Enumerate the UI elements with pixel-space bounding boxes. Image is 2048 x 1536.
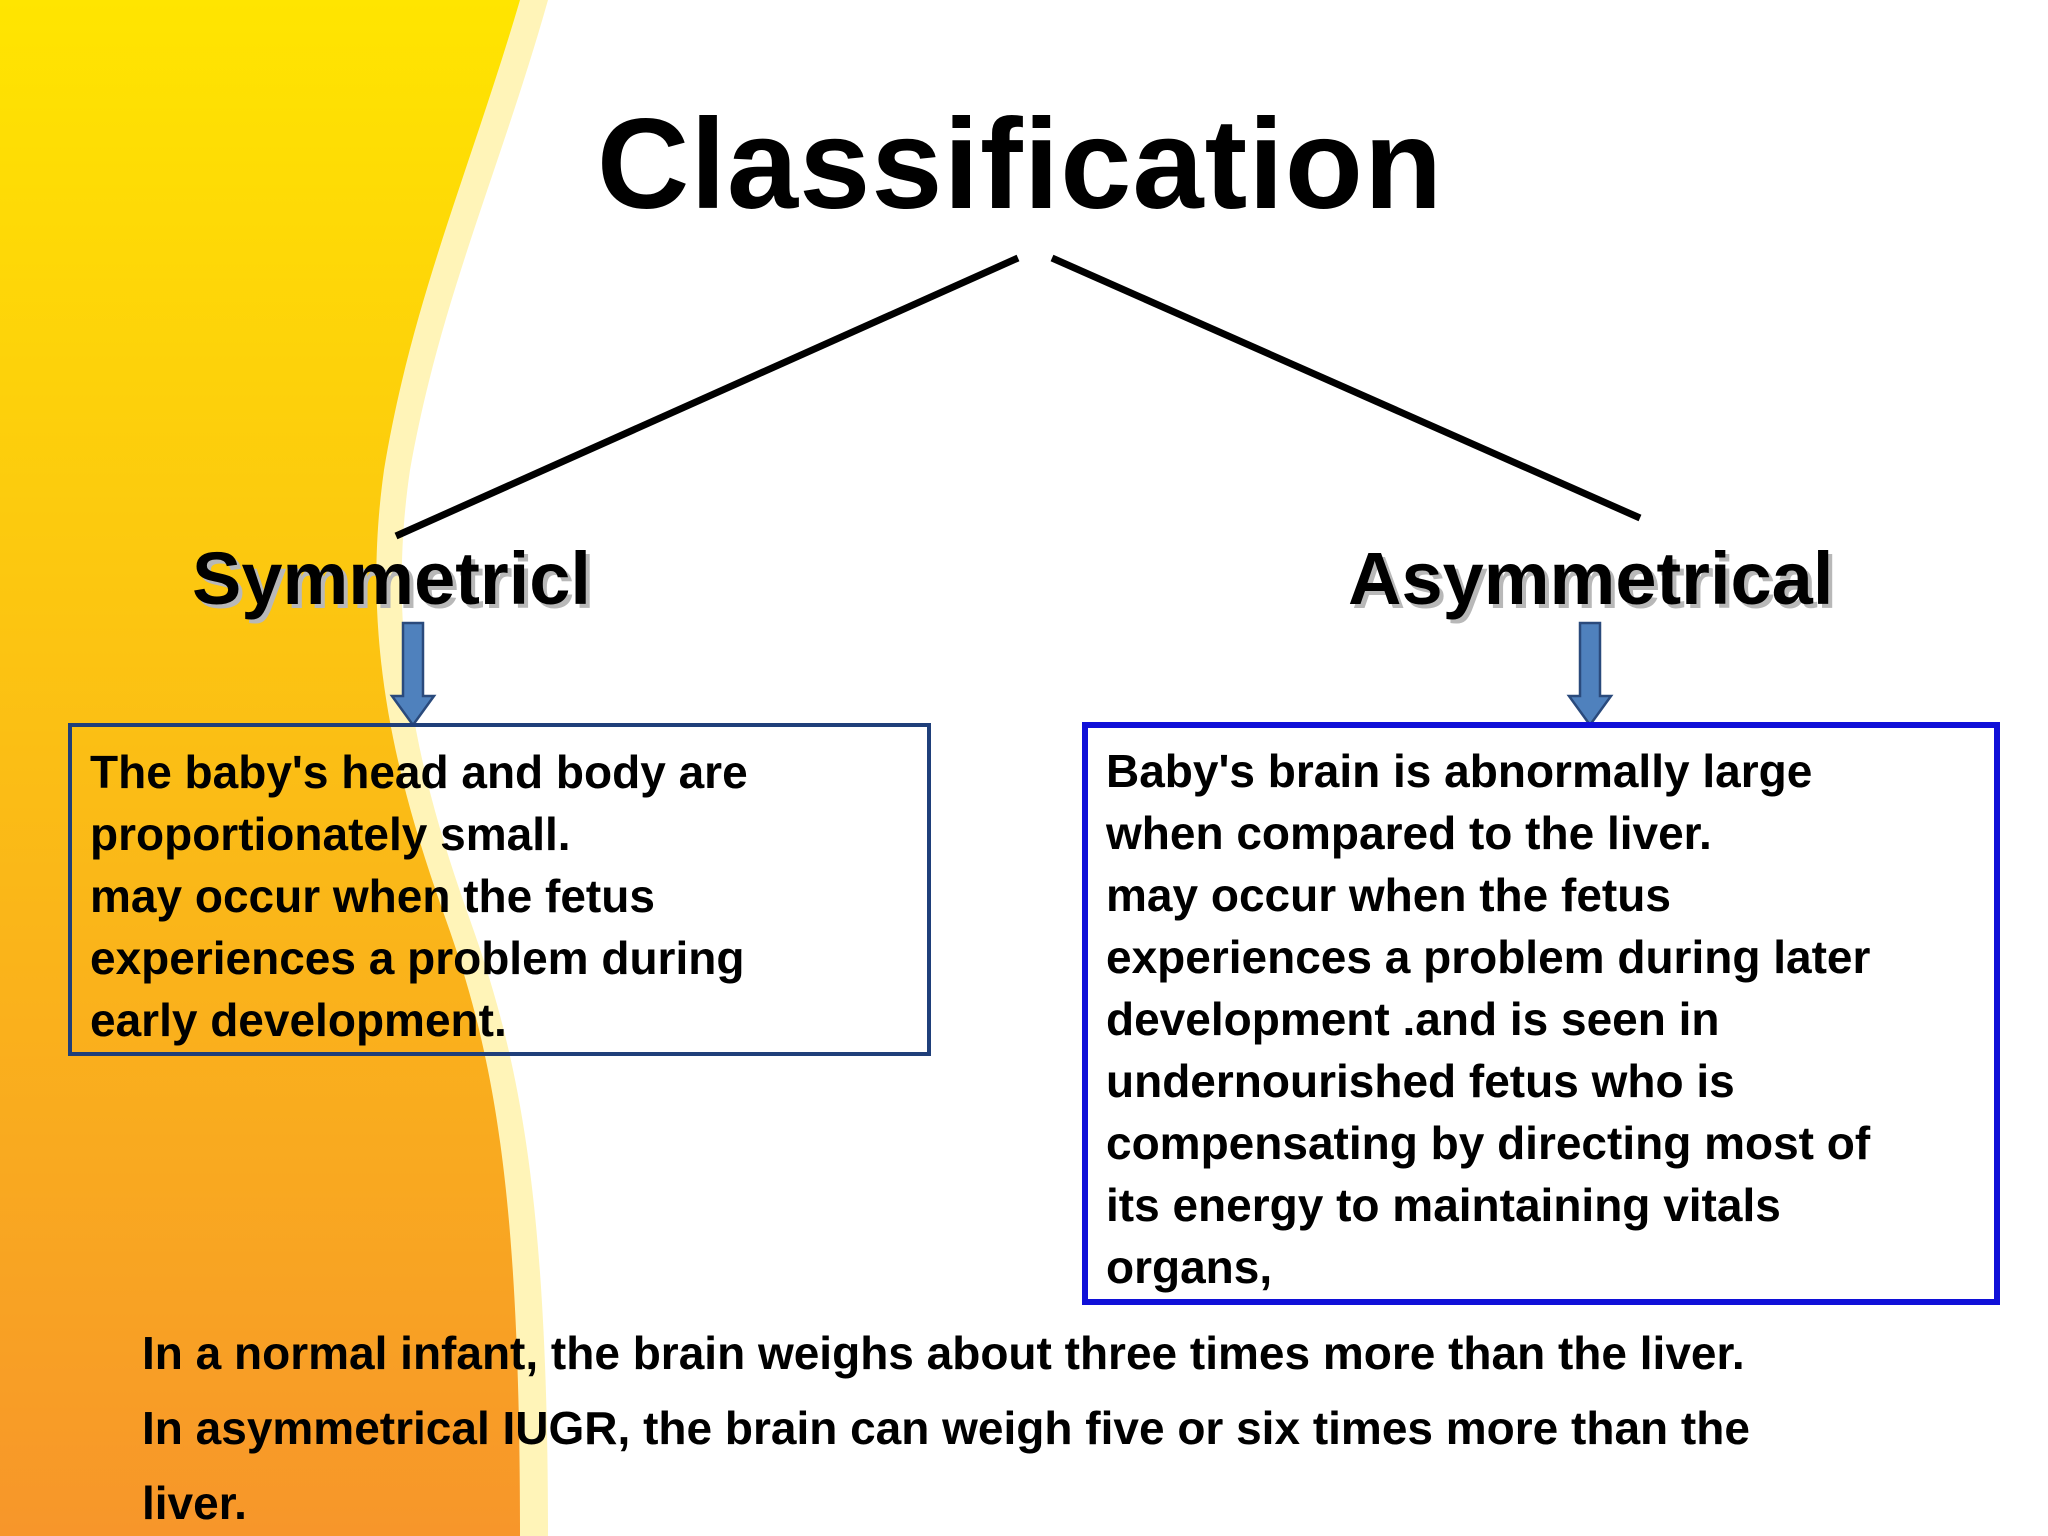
asymmetric-description-line: Baby's brain is abnormally large (1106, 745, 1813, 797)
asymmetric-description-line: when compared to the liver. (1106, 807, 1712, 859)
asymmetric-description-line: development .and is seen in (1106, 993, 1720, 1045)
footer-note-line: In a normal infant, the brain weighs abo… (142, 1327, 1745, 1379)
symmetric-description-line: experiences a problem during (90, 932, 745, 984)
asymmetric-description-line: compensating by directing most of (1106, 1117, 1871, 1169)
asymmetric-description-line: its energy to maintaining vitals (1106, 1179, 1781, 1231)
connector-line-right (1050, 254, 1642, 522)
symmetric-heading: Symmetricl (192, 537, 591, 620)
down-arrow-icon (1566, 621, 1614, 728)
symmetric-description-line: may occur when the fetus (90, 870, 655, 922)
asymmetric-description-line: organs, (1106, 1241, 1273, 1293)
footer-note: In a normal infant, the brain weighs abo… (142, 1316, 2002, 1536)
asymmetric-description-line: may occur when the fetus (1106, 869, 1671, 921)
asymmetric-description-line: experiences a problem during later (1106, 931, 1871, 983)
asymmetric-heading: Asymmetrical (1348, 537, 1834, 620)
symmetric-description-line: The baby's head and body are (90, 746, 748, 798)
symmetric-description-line: early development. (90, 994, 507, 1046)
connector-line-left (394, 254, 1020, 540)
asymmetric-description-box: Baby's brain is abnormally large when co… (1082, 722, 2000, 1305)
asymmetric-description-line: undernourished fetus who is (1106, 1055, 1735, 1107)
down-arrow-icon (389, 621, 437, 728)
gradient-band (0, 0, 520, 1536)
symmetric-description-line: proportionately small. (90, 808, 571, 860)
footer-note-line: In asymmetrical IUGR, the brain can weig… (142, 1402, 1750, 1454)
slide-title: Classification (596, 93, 1444, 236)
symmetric-description-box: The baby's head and body are proportiona… (68, 723, 931, 1056)
footer-note-line: liver. (142, 1477, 247, 1529)
